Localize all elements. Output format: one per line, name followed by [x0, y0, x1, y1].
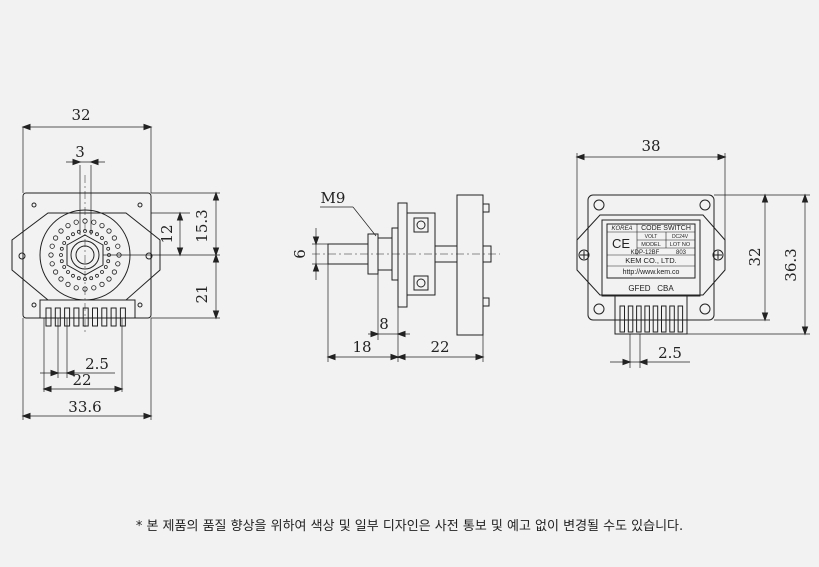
label-model-value: KDP-12BF — [631, 250, 660, 256]
dim-front-width: 32 — [71, 106, 90, 124]
label-ce-mark: CE — [612, 236, 630, 251]
label-lot: LOT NO — [670, 242, 691, 248]
disclaimer-notice: * 본 제품의 품질 향상을 위하여 색상 및 일부 디자인은 사전 통보 및 … — [135, 519, 684, 534]
dim-side-bushing-length: 8 — [379, 315, 389, 333]
label-model: MODEL — [641, 242, 661, 248]
dim-rear-overall-height: 36.3 — [782, 248, 800, 281]
label-lot-value: 803 — [676, 250, 687, 256]
rear-view — [575, 153, 810, 368]
front-view — [11, 123, 220, 420]
dim-side-thread: M9 — [321, 189, 346, 207]
dim-front-lower-height: 21 — [193, 284, 211, 303]
label-brand: KOREA — [611, 226, 632, 232]
dim-front-upper-height: 12 — [158, 224, 176, 243]
dim-side-body-length: 22 — [430, 338, 449, 356]
dim-rear-pin-pitch: 2.5 — [658, 344, 682, 362]
dim-front-upper-total: 15.3 — [193, 209, 211, 242]
label-company: KEM CO., LTD. — [625, 256, 677, 265]
label-url: http://www.kem.co — [623, 269, 680, 276]
dim-front-overall-width: 33.6 — [68, 398, 101, 416]
label-col-volt: VOLT — [645, 234, 658, 240]
dim-rear-inner-height: 32 — [746, 247, 764, 266]
dim-front-pin-span: 22 — [72, 371, 91, 389]
side-view — [312, 194, 500, 362]
label-col-dc: DC24V — [672, 234, 689, 240]
dim-rear-width: 38 — [641, 137, 660, 155]
label-title: CODE SWITCH — [641, 225, 691, 232]
dim-side-shaft-length: 18 — [352, 338, 371, 356]
dim-side-shaft-dia: 6 — [291, 249, 309, 259]
dim-front-pin-pitch: 2.5 — [85, 355, 109, 373]
label-pin-letters: GFED CBA — [628, 284, 674, 293]
dim-front-shaft-width: 3 — [75, 143, 85, 161]
